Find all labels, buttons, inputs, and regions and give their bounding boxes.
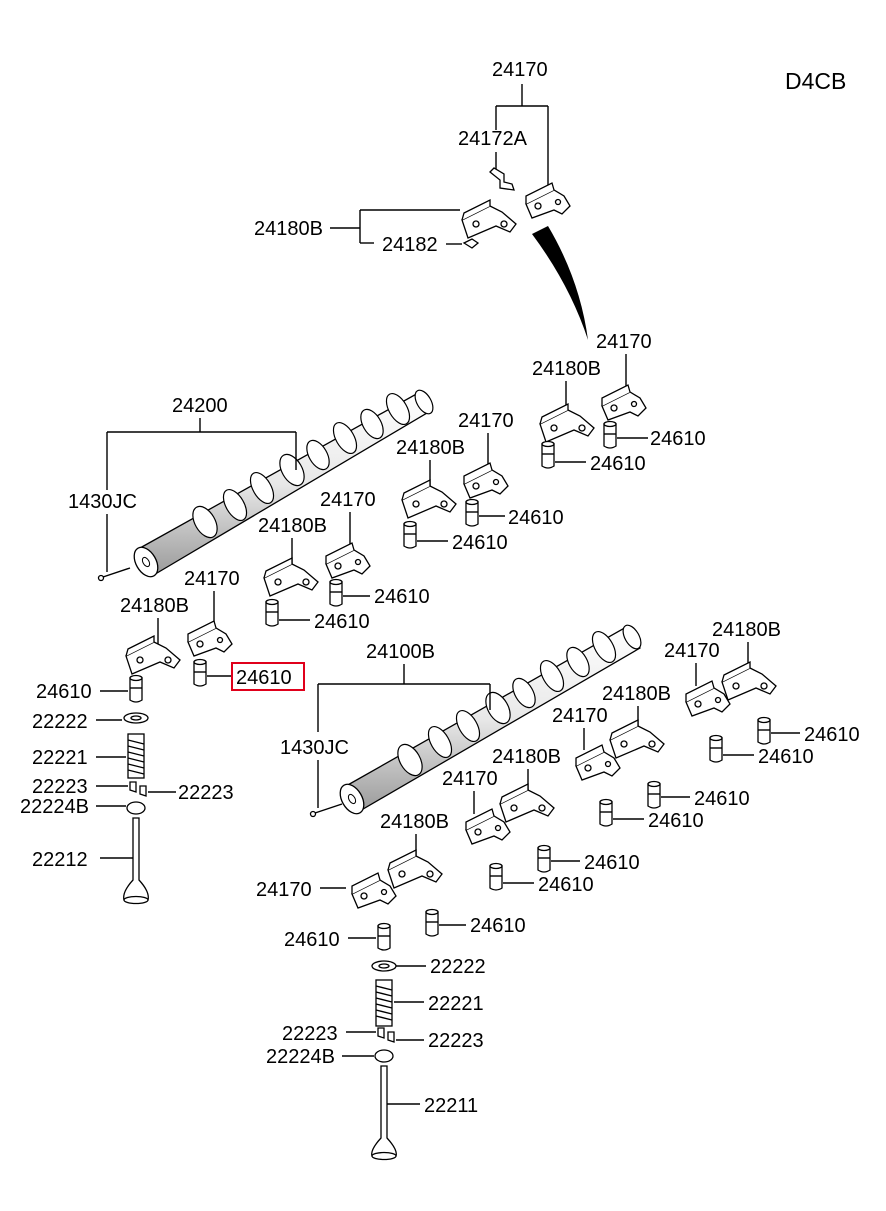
label-22222-ev: 22222 — [430, 956, 486, 978]
label-24610-e1b: 24610 — [758, 746, 814, 768]
label-1430JC-upper: 1430JC — [68, 491, 137, 513]
label-24610-r1a: 24610 — [650, 428, 706, 450]
label-22212: 22212 — [32, 849, 88, 871]
label-24610-r1b: 24610 — [590, 453, 646, 475]
label-24100B: 24100B — [366, 641, 435, 663]
label-24180B-r1: 24180B — [532, 358, 601, 380]
label-24610-highlighted[interactable]: 24610 — [236, 667, 292, 689]
label-24610-r3a: 24610 — [374, 586, 430, 608]
label-24180B-top: 24180B — [254, 218, 323, 240]
lower-camshaft — [309, 624, 642, 818]
label-24200: 24200 — [172, 395, 228, 417]
label-24172A: 24172A — [458, 128, 528, 150]
label-22211: 22211 — [424, 1095, 478, 1117]
label-22224B-lv: 22224B — [20, 796, 89, 818]
label-24182: 24182 — [382, 234, 438, 256]
label-24170-e3: 24170 — [442, 768, 498, 790]
label-24170-top: 24170 — [492, 59, 548, 81]
label-24170-e1: 24170 — [664, 640, 720, 662]
intake-rocker-row-3: 24170 24180B 24610 24610 — [258, 489, 430, 633]
rocker-arm-24180B-top — [461, 199, 517, 239]
label-24170-r3: 24170 — [320, 489, 376, 511]
label-24610-e3a: 24610 — [584, 852, 640, 874]
label-24180B-r4: 24180B — [120, 595, 189, 617]
label-22223-lv-b: 22223 — [178, 782, 234, 804]
arrow-icon — [532, 226, 588, 340]
exhaust-rocker-row-3: 24180B 24170 24610 24610 — [442, 746, 640, 896]
intake-rocker-row-2: 24170 24180B 24610 24610 — [396, 410, 564, 554]
label-22223-lv-a: 22223 — [32, 776, 88, 798]
label-24610-r2b: 24610 — [452, 532, 508, 554]
label-24180B-r2: 24180B — [396, 437, 465, 459]
exhaust-rocker-row-2: 24180B 24170 24610 24610 — [552, 683, 750, 832]
label-22222-lv: 22222 — [32, 711, 88, 733]
label-24180B-e2: 24180B — [602, 683, 671, 705]
label-24170-r2: 24170 — [458, 410, 514, 432]
label-22223-ev-a: 22223 — [282, 1023, 338, 1045]
exhaust-rocker-row-4: 24180B 24170 24610 24610 — [256, 811, 526, 951]
highlight-box — [231, 662, 305, 691]
label-22221-lv: 22221 — [32, 747, 88, 769]
label-22221-ev: 22221 — [428, 993, 484, 1015]
top-rocker-group: 24170 24172A 24180B 24182 — [254, 59, 588, 340]
intake-rocker-row-4: 24170 24180B — [120, 568, 240, 687]
label-24610-lv: 24610 — [36, 681, 92, 703]
rocker-arm-24170-top — [525, 182, 571, 219]
label-24170-r1: 24170 — [596, 331, 652, 353]
washer-24182 — [462, 238, 480, 249]
label-24610-e1a: 24610 — [804, 724, 860, 746]
label-24610-e4a: 24610 — [470, 915, 526, 937]
exhaust-rocker-row-1: 24180B 24170 24610 24610 — [664, 619, 860, 768]
label-24180B-e4: 24180B — [380, 811, 449, 833]
label-24610-r3b: 24610 — [314, 611, 370, 633]
exhaust-valve-stack: 22222 22221 22223 22223 22224B 22211 — [266, 956, 486, 1161]
intake-valve-stack: 24610 22222 22221 22223 22223 22224B 222… — [20, 674, 234, 905]
label-24170-e4: 24170 — [256, 879, 312, 901]
intake-rocker-row-1: 24170 24180B 24610 24610 — [532, 331, 706, 475]
label-24610-e3b: 24610 — [538, 874, 594, 896]
label-24170-e2: 24170 — [552, 705, 608, 727]
label-24610-r2a: 24610 — [508, 507, 564, 529]
label-24610-e2b: 24610 — [648, 810, 704, 832]
label-24180B-e3: 24180B — [492, 746, 561, 768]
label-24180B-e1: 24180B — [712, 619, 781, 641]
upper-camshaft — [97, 389, 434, 582]
label-1430JC-lower: 1430JC — [280, 737, 349, 759]
label-24610-e4b: 24610 — [284, 929, 340, 951]
label-24180B-r3: 24180B — [258, 515, 327, 537]
label-24170-r4: 24170 — [184, 568, 240, 590]
model-label: D4CB — [785, 68, 846, 94]
bracket-24172A — [489, 167, 515, 191]
label-22224B-ev: 22224B — [266, 1046, 335, 1068]
label-24610-e2a: 24610 — [694, 788, 750, 810]
label-22223-ev-b: 22223 — [428, 1030, 484, 1052]
